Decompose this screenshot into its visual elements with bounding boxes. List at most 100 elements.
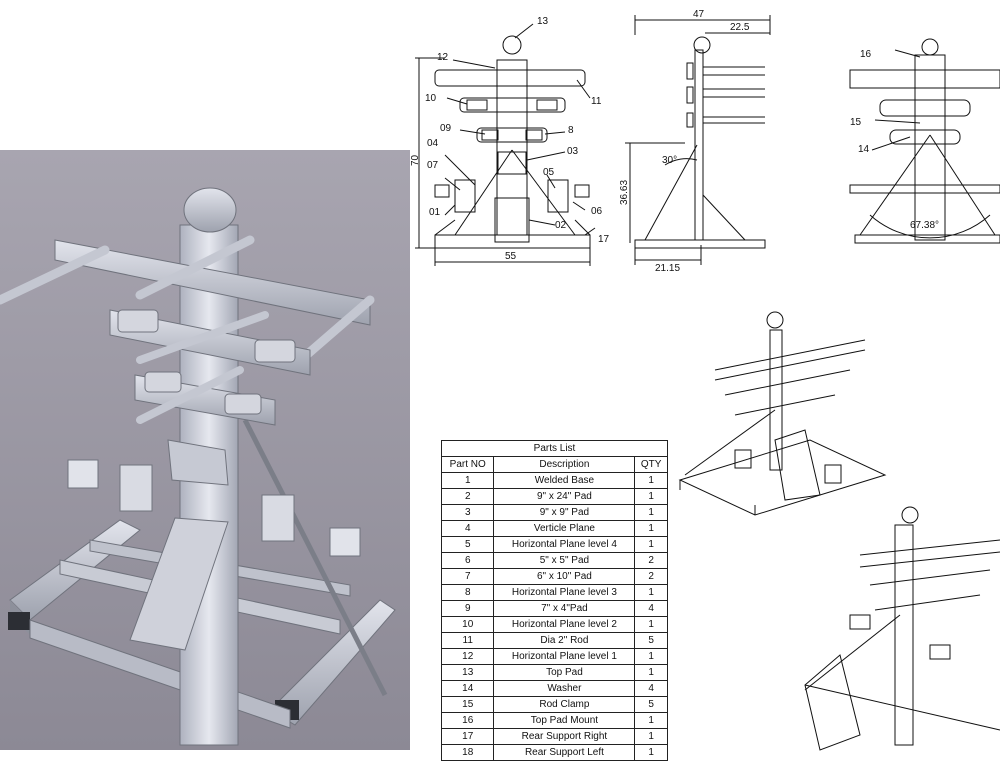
cell-qty: 1 [634,616,668,633]
cell-part-no: 3 [440,504,495,521]
side-dim-angle: 30° [662,155,677,166]
callout-11: 11 [591,96,602,107]
side-view-drawing: 47 22.5 30° 36.63 21.15 [605,5,780,275]
cell-description: Washer [493,680,636,697]
cell-description: Rear Support Right [493,728,636,745]
side-dim-base-offset: 21.15 [655,263,680,274]
render-vertical-plane [179,224,239,746]
callout-06: 06 [591,206,603,217]
cell-qty: 1 [634,504,668,521]
cell-part-no: 13 [440,664,495,681]
cell-description: Horizontal Plane level 1 [493,648,636,665]
render-horizontal-plane-1 [54,239,371,326]
cell-description: Welded Base [493,472,636,489]
parts-list-header-row: Part NO Description QTY [440,456,668,473]
cell-qty: 5 [634,632,668,649]
front-view-drawing: 70 55 13 12 10 11 09 8 04 03 07 05 01 06… [410,10,615,280]
callout-13: 13 [537,16,549,27]
side-dim-depth: 47 [693,9,705,20]
callout-17: 17 [598,234,610,245]
rear-view-drawing: 16 15 14 67.38° [840,35,1000,265]
cell-part-no: 4 [440,520,495,537]
render-pad [144,371,182,393]
cell-part-no: 14 [440,680,495,697]
cell-part-no: 15 [440,696,495,713]
cell-description: Top Pad Mount [493,712,636,729]
cell-qty: 5 [634,696,668,713]
cell-part-no: 18 [440,744,495,761]
render-top-pad [183,187,237,233]
cell-description: Rear Support Left [493,744,636,761]
cell-qty: 1 [634,536,668,553]
cell-part-no: 17 [440,728,495,745]
cell-part-no: 6 [440,552,495,569]
cell-qty: 1 [634,744,668,761]
cell-part-no: 5 [440,536,495,553]
render-pad [254,339,296,363]
callout-04: 04 [427,138,439,149]
callout-05: 05 [543,167,555,178]
rear-dim-angle: 67.38° [910,220,939,231]
cell-description: Horizontal Plane level 2 [493,616,636,633]
cell-qty: 4 [634,680,668,697]
cell-description: Top Pad [493,664,636,681]
header-description: Description [493,456,636,473]
cell-qty: 1 [634,520,668,537]
side-dim-top-offset: 22.5 [730,22,750,33]
isometric-view-2 [800,505,1000,751]
cell-description: 5" x 5" Pad [493,552,636,569]
render-pad [224,393,262,415]
header-part-no: Part NO [440,456,495,473]
cell-description: Rod Clamp [493,696,636,713]
callout-09: 09 [440,123,452,134]
cell-qty: 1 [634,728,668,745]
cell-description: 6" x 10" Pad [493,568,636,585]
callout-03: 03 [567,146,579,157]
cell-qty: 4 [634,600,668,617]
render-3d-view [0,150,410,750]
cell-description: 9" x 24" Pad [493,488,636,505]
cell-qty: 1 [634,712,668,729]
render-rod [136,311,269,364]
isometric-view-1 [675,300,890,516]
cell-qty: 1 [634,664,668,681]
front-dim-width: 55 [505,251,517,262]
cell-part-no: 12 [440,648,495,665]
callout-8: 8 [568,125,574,136]
cell-qty: 1 [634,648,668,665]
callout-07: 07 [427,160,439,171]
cell-description: 7" x 4"Pad [493,600,636,617]
cell-qty: 1 [634,472,668,489]
render-rod [136,366,244,424]
render-pad-9x24 [129,517,229,651]
cell-description: 9" x 9" Pad [493,504,636,521]
cell-part-no: 16 [440,712,495,729]
cell-description: Horizontal Plane level 4 [493,536,636,553]
callout-14: 14 [858,144,870,155]
cell-part-no: 2 [440,488,495,505]
cell-part-no: 1 [440,472,495,489]
cell-qty: 2 [634,568,668,585]
front-dim-height: 70 [410,154,421,166]
cell-part-no: 7 [440,568,495,585]
render-3d-svg [0,150,410,750]
render-pad-9x9 [167,439,229,486]
cell-part-no: 8 [440,584,495,601]
cell-qty: 1 [634,488,668,505]
callout-10: 10 [425,93,437,104]
